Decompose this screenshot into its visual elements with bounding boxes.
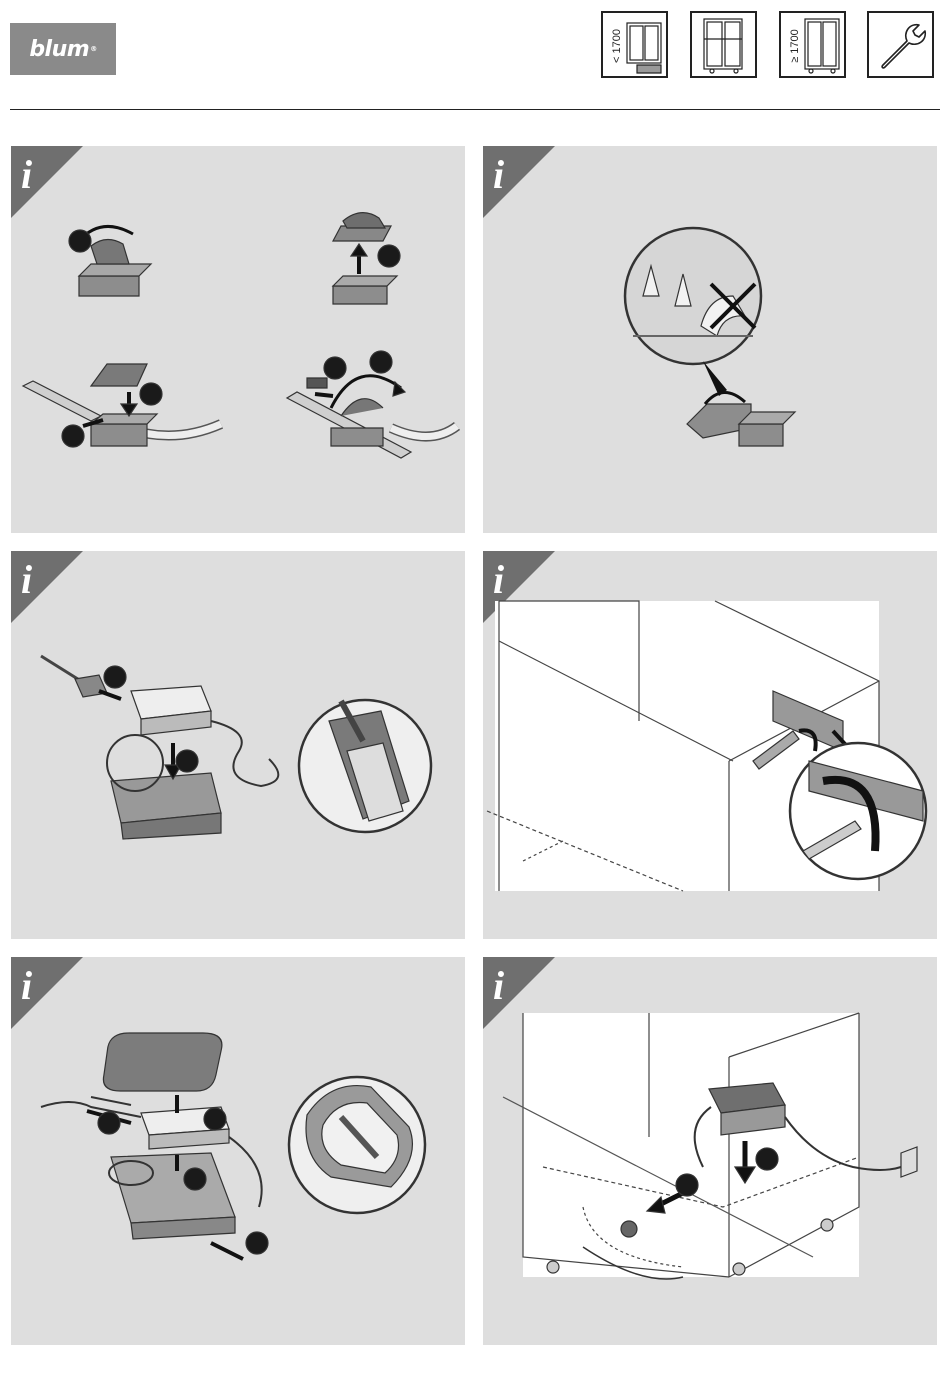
panel-power-supply-in-tray: i [11,957,465,1345]
clip-assembly-illustration [11,146,465,533]
under-cabinet-power-illustration [483,957,937,1345]
panel-cabinet-holder-removal: i [483,551,937,939]
panel-power-supply-under-cabinet: i [483,957,937,1345]
power-supply-holder-illustration [11,551,465,939]
panel-power-supply-holder: i [11,551,465,939]
tall-cabinet-under-1700-icon: < 1700 [601,11,668,78]
header-divider [10,109,940,110]
brand-wordmark: blum [29,37,89,62]
panel-incorrect-clip-mounting: i [483,146,937,533]
cabinet-holder-illustration [483,551,937,939]
registered-mark: ® [90,45,97,53]
blum-logo: blum® [10,23,116,75]
clip-mounting-warning-illustration [483,146,937,533]
fridge-cabinet-icon [690,11,757,78]
power-supply-tray-illustration [11,957,465,1345]
tall-cabinet-over-1700-icon: ≥ 1700 [779,11,846,78]
panel-cable-clip-assembly: i [11,146,465,533]
wrench-icon [867,11,934,78]
